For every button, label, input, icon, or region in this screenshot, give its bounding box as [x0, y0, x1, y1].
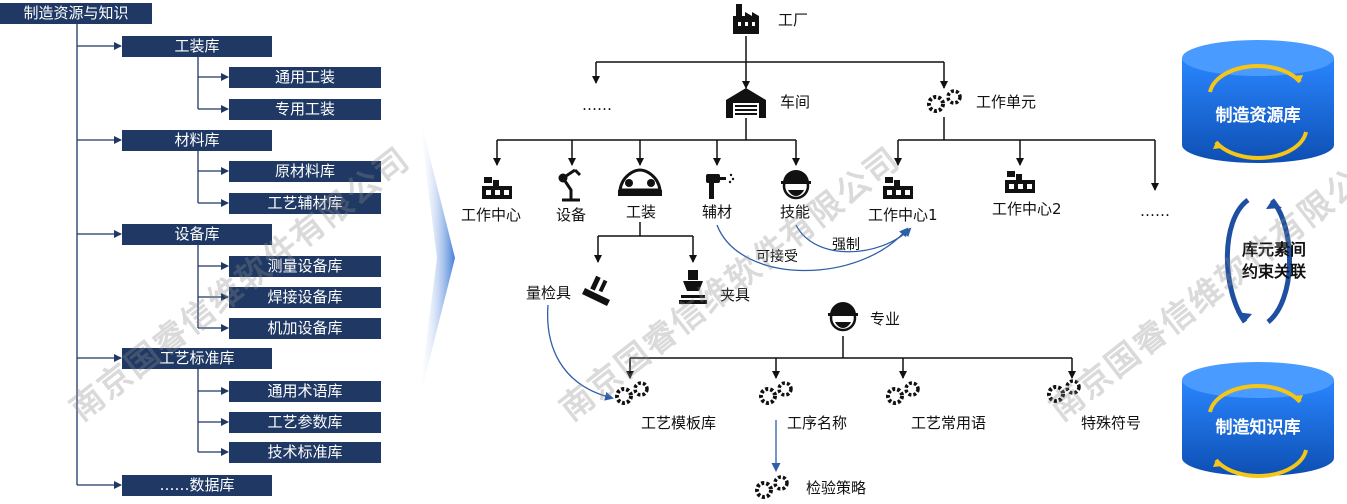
- workshop-label: 车间: [780, 93, 811, 111]
- tooling-label: 工装: [626, 203, 657, 221]
- specialty-worker-icon: [828, 302, 858, 332]
- equipment-label: 设备: [556, 206, 587, 224]
- item-measure-equipment: 测量设备库: [229, 256, 381, 277]
- category-more-database: ……数据库: [122, 475, 272, 496]
- item-machining-equipment: 机加设备库: [229, 318, 381, 339]
- factory-icon: [733, 4, 759, 34]
- template-gears-icon: [615, 381, 649, 405]
- item-weld-equipment: 焊接设备库: [229, 287, 381, 308]
- symbol-gears-icon: [1047, 379, 1081, 403]
- item-general-tooling: 通用工装: [229, 67, 381, 88]
- item-aux-material: 工艺辅材库: [229, 193, 381, 214]
- item-term-library: 通用术语库: [229, 381, 381, 402]
- skill-label: 技能: [780, 203, 811, 221]
- caliper-icon: [582, 275, 610, 306]
- template-library-label: 工艺模板库: [641, 414, 717, 432]
- aux-material-label: 辅材: [702, 203, 733, 221]
- hierarchy-lines: [493, 36, 1159, 379]
- workshop-icon: [726, 88, 766, 118]
- clamp-icon: [679, 270, 707, 304]
- category-equipment: 设备库: [122, 224, 272, 245]
- ellipsis-right-label: ……: [1140, 202, 1170, 220]
- item-special-tooling: 专用工装: [229, 99, 381, 120]
- category-process-standard: 工艺标准库: [122, 348, 272, 369]
- category-tooling: 工装库: [122, 36, 272, 57]
- work-unit-label: 工作单元: [976, 93, 1037, 111]
- item-tech-standard-library: 技术标准库: [229, 442, 381, 463]
- fixture-label: 夹具: [720, 286, 751, 304]
- spray-gun-icon: [706, 173, 735, 199]
- gauge-label: 量检具: [526, 284, 572, 302]
- constraint-cycle-icon: [1224, 197, 1292, 324]
- category-material: 材料库: [122, 130, 272, 151]
- factory-label: 工厂: [778, 11, 809, 29]
- left-tree-lines: [76, 24, 229, 489]
- phrase-gears-icon: [886, 381, 920, 405]
- work-center2-icon: [1005, 171, 1035, 193]
- item-parameter-library: 工艺参数库: [229, 412, 381, 433]
- ellipsis-left-label: ……: [582, 96, 612, 114]
- special-symbol-label: 特殊符号: [1081, 414, 1142, 432]
- resource-db-label: 制造资源库: [1215, 106, 1301, 126]
- knowledge-db-label: 制造知识库: [1215, 418, 1301, 438]
- constraint-line1: 库元素间: [1241, 240, 1306, 259]
- work-unit-gears-icon: [927, 89, 962, 113]
- item-raw-material: 原材料库: [229, 161, 381, 182]
- process-name-gears-icon: [759, 381, 793, 405]
- constraint-line2: 约束关联: [1241, 262, 1306, 281]
- tooling-fixture-icon: [618, 168, 662, 196]
- process-name-label: 工序名称: [787, 414, 848, 432]
- work-center-label: 工作中心: [461, 206, 522, 224]
- skill-worker-icon: [781, 170, 811, 200]
- work-center1-label: 工作中心1: [868, 206, 938, 224]
- resource-db-cylinder: [1182, 40, 1334, 163]
- work-center1-icon: [883, 177, 913, 199]
- work-center-icon: [482, 177, 512, 199]
- specialty-label: 专业: [870, 310, 901, 328]
- common-phrase-label: 工艺常用语: [911, 414, 987, 432]
- root-box: 制造资源与知识: [0, 3, 152, 24]
- knowledge-db-cylinder: [1182, 362, 1334, 478]
- inspection-gears-icon: [755, 475, 789, 499]
- work-center2-label: 工作中心2: [992, 200, 1062, 218]
- force-relation-label: 强制: [832, 237, 860, 253]
- robot-arm-icon: [558, 168, 582, 202]
- inspection-strategy-label: 检验策略: [806, 479, 867, 497]
- transition-chevron: [418, 110, 455, 405]
- accept-relation-label: 可接受: [756, 249, 798, 265]
- relation-curves: [546, 224, 912, 472]
